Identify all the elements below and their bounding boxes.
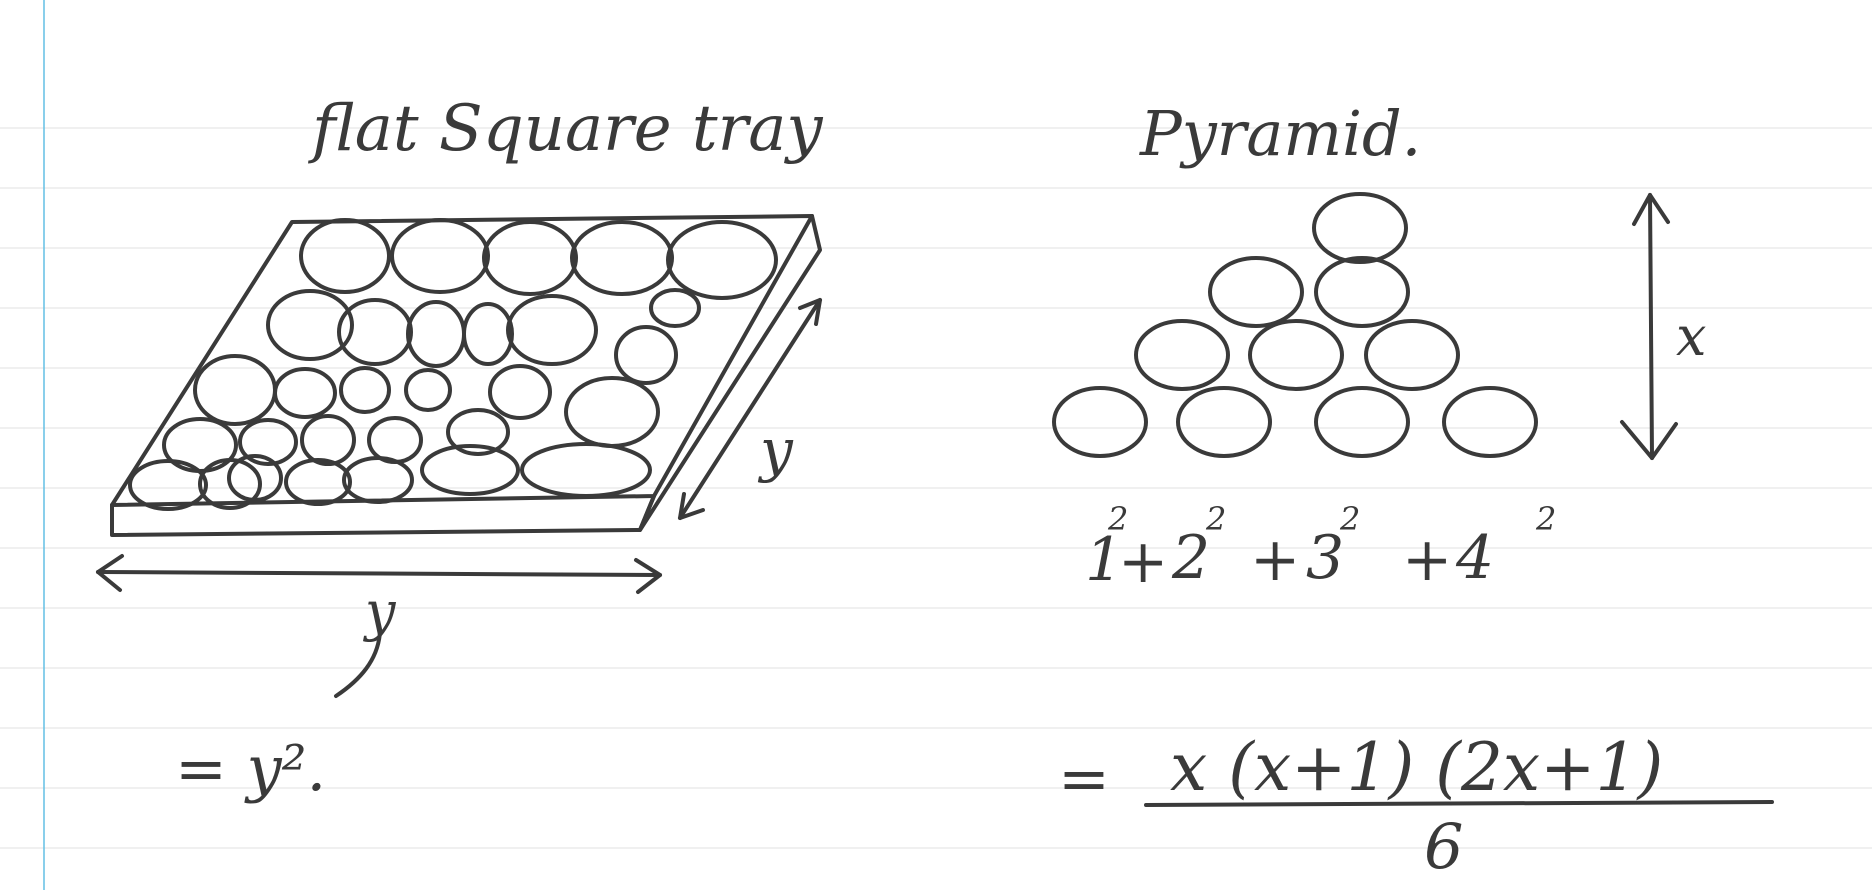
tray-title: flat Square tray: [308, 92, 823, 166]
tray-ball: [273, 367, 337, 419]
sum-exp-3: 2: [1339, 500, 1360, 538]
pyramid-balls: [1052, 192, 1538, 458]
tray-ball: [390, 218, 490, 294]
tray-ball: [128, 459, 208, 511]
tray-ball: [488, 364, 552, 420]
tray-ball: [666, 220, 778, 300]
pyramid-ball: [1134, 319, 1230, 391]
tray-ball: [227, 454, 283, 502]
tray-ball: [198, 458, 262, 510]
tray-ball: [482, 220, 578, 296]
tray-drawing: [110, 214, 822, 537]
sum-exp-2: 2: [1205, 500, 1226, 538]
ruled-lines: [0, 127, 1872, 849]
tray-depth-label: y: [757, 416, 794, 484]
tray-depth-arrow: [678, 298, 822, 520]
sum-of-squares: 1 2 + 2 2 + 3 2 + 4 2: [1085, 500, 1556, 597]
sum-term-2: 2: [1171, 523, 1210, 593]
tray-ball: [300, 414, 356, 466]
pyramid-equals: =: [1058, 742, 1110, 815]
pyramid-ball: [1314, 386, 1410, 458]
pyramid-ball: [1312, 192, 1408, 264]
tray-ball: [299, 218, 391, 294]
tray-ball: [614, 325, 678, 385]
sum-exp-1: 2: [1107, 500, 1128, 538]
pyramid-ball: [1052, 386, 1148, 458]
pyramid-ball: [1248, 319, 1344, 391]
tray-balls: [128, 218, 778, 511]
tray-ball: [367, 416, 423, 464]
sum-term-4: 4: [1455, 523, 1494, 593]
sum-exp-4: 2: [1535, 500, 1556, 538]
tray-ball: [564, 376, 660, 448]
pyramid-ball: [1364, 319, 1460, 391]
tray-side-face: [638, 214, 822, 532]
tray-ball: [406, 300, 466, 368]
tray-ball: [446, 408, 510, 456]
pyramid-numerator: x (x+1) (2x+1): [1170, 729, 1663, 806]
tray-ball: [570, 220, 674, 296]
tray-ball: [342, 456, 414, 504]
tray-pointer-stroke: [334, 630, 382, 698]
sum-plus-2: +: [1250, 525, 1300, 595]
pyramid-ball: [1176, 386, 1272, 458]
tray-ball: [462, 302, 514, 366]
tray-ball: [337, 298, 413, 366]
tray-ball: [649, 288, 701, 328]
tray-width-arrow: [96, 554, 662, 594]
tray-ball: [420, 444, 520, 496]
sum-plus-3: +: [1402, 525, 1452, 595]
tray-formula: = y².: [175, 732, 326, 805]
sum-term-1: 1: [1085, 525, 1123, 595]
fraction-bar: [1144, 800, 1774, 807]
tray-ball: [238, 418, 298, 466]
tray-ball: [266, 289, 354, 361]
pyramid-height-label: x: [1676, 305, 1706, 368]
pyramid-ball: [1314, 256, 1410, 328]
pyramid-title: Pyramid.: [1139, 97, 1421, 170]
tray-ball: [193, 354, 277, 426]
tray-ball: [284, 458, 352, 506]
tray-ball: [404, 368, 452, 412]
tray-ball: [506, 294, 598, 366]
sum-term-3: 3: [1306, 523, 1344, 593]
pyramid-height-arrow: [1620, 193, 1678, 460]
tray-ball: [520, 442, 652, 498]
sum-plus-1: +: [1118, 527, 1168, 597]
pyramid-denominator: 6: [1424, 810, 1463, 883]
pyramid-ball: [1442, 386, 1538, 458]
tray-ball: [339, 366, 391, 414]
pyramid-ball: [1208, 256, 1304, 328]
